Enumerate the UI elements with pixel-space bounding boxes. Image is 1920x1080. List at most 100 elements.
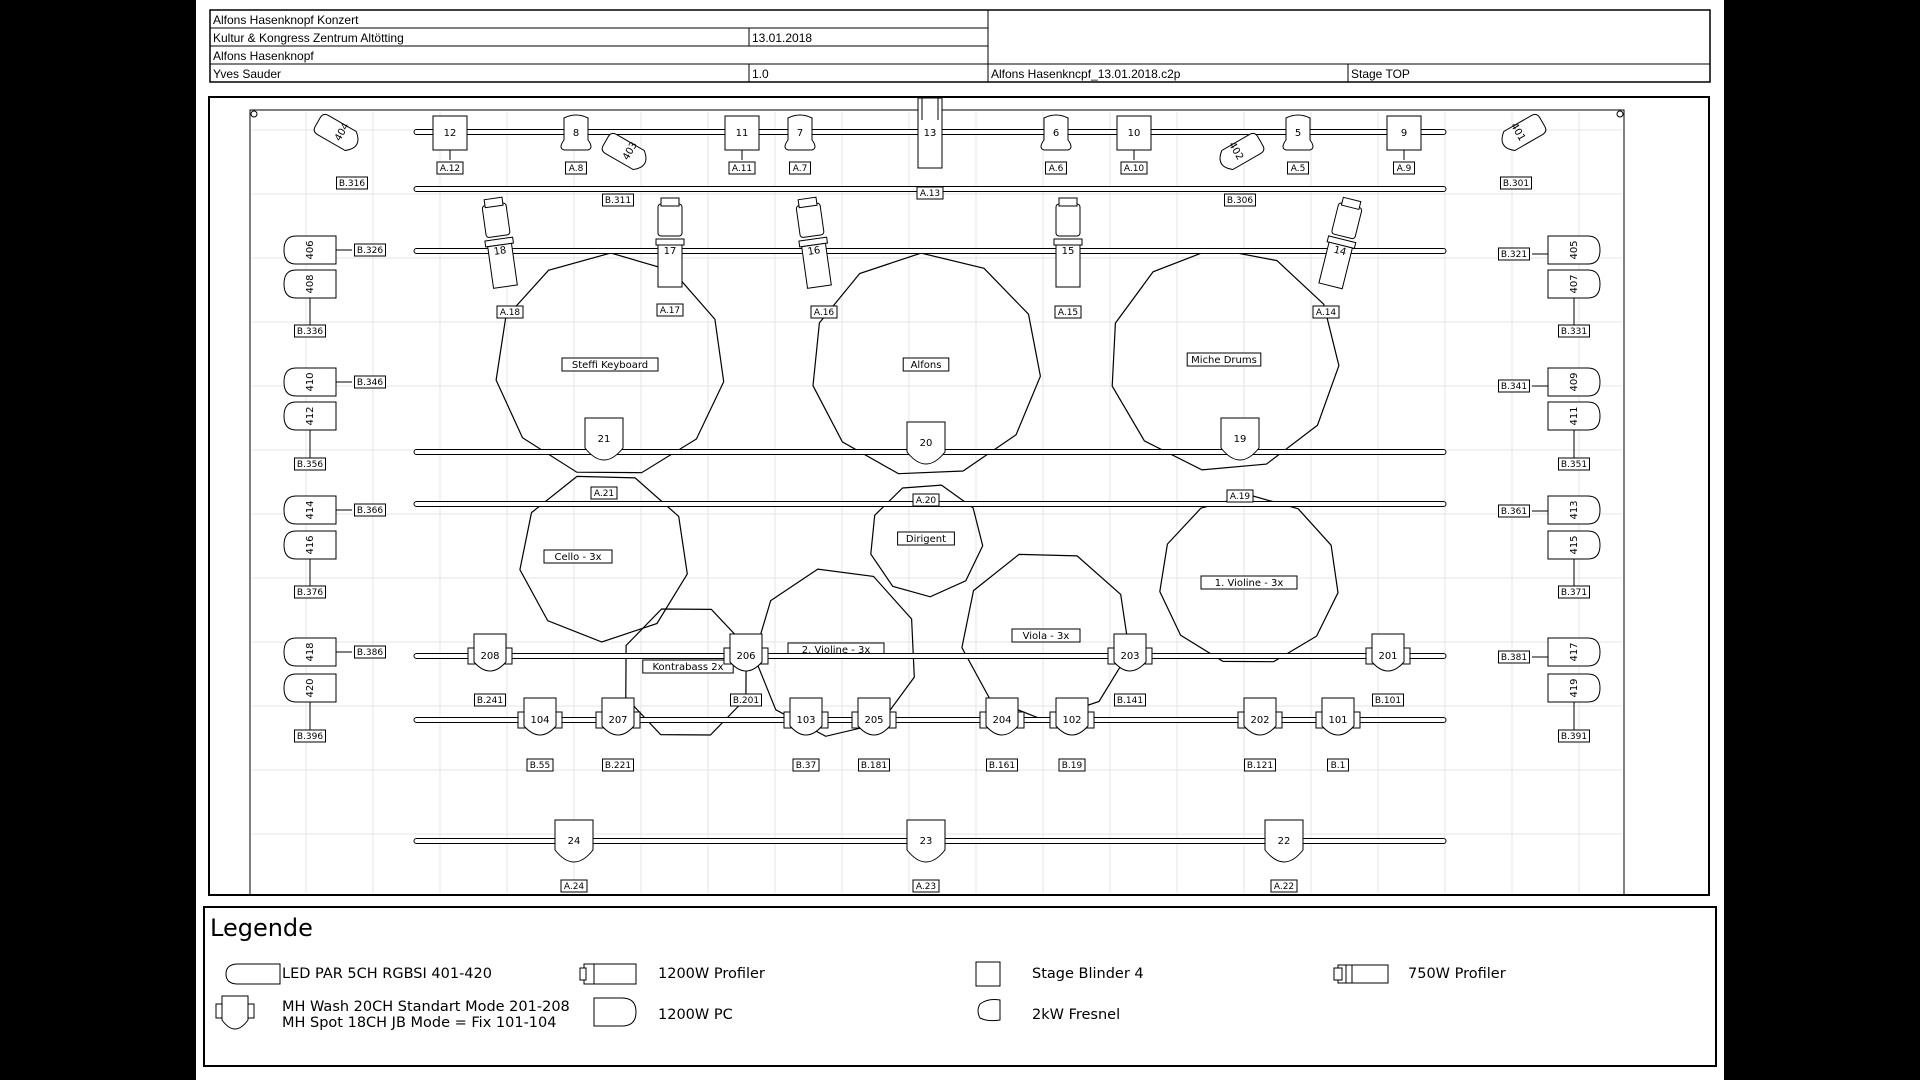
legend-mh-spot-label: MH Spot 18CH JB Mode = Fix 101-104 <box>282 1015 557 1031</box>
led-par-419 <box>1547 673 1601 703</box>
mh-addr-box <box>730 693 762 707</box>
profiler-addr-box <box>496 305 524 319</box>
profiler-750-16 <box>795 196 832 289</box>
venue-name: Kultur & Kongress Zentrum Altötting <box>213 31 404 45</box>
side-par-addr: B.361 <box>1501 507 1527 517</box>
mh-102-id: 102 <box>1062 715 1081 726</box>
fresnel-id: 6 <box>1053 128 1059 139</box>
legend-title: Legende <box>210 914 313 942</box>
led-par-419-id: 419 <box>1569 678 1580 697</box>
legend-mh-icon <box>221 995 249 1030</box>
mh-addr: B.121 <box>1247 761 1273 771</box>
fresnel-addr: A.5 <box>1291 164 1306 174</box>
mh-addr: B.241 <box>477 696 503 706</box>
side-par-addr-box <box>354 243 386 257</box>
side-par-addr: B.331 <box>1561 327 1587 337</box>
title-block-frame <box>209 9 1711 83</box>
legend-pc-1200-label: 1200W PC <box>658 1007 733 1023</box>
mh-103 <box>789 697 823 736</box>
side-par-addr: B.371 <box>1561 588 1587 598</box>
mh-wash-203-id: 203 <box>1120 651 1139 662</box>
side-par-addr-box <box>354 645 386 659</box>
mh-wash-208 <box>473 633 507 672</box>
profiler-head <box>657 203 683 237</box>
pc-addr: A.24 <box>564 882 585 892</box>
led-par-body <box>1501 113 1547 152</box>
legend-led-par-label: LED PAR 5CH RGBSI 401-420 <box>282 966 492 982</box>
mh-wash-206 <box>729 633 763 672</box>
pc-addr-box <box>912 493 940 507</box>
led-par-411-id: 411 <box>1569 406 1580 425</box>
area-dirigent <box>870 484 984 598</box>
led-par-409 <box>1547 367 1601 397</box>
led-par-418-id: 418 <box>305 642 316 661</box>
mh-addr-box <box>1058 758 1086 772</box>
area-label-steffi-keyboard: Steffi Keyboard <box>572 360 648 371</box>
stage-frame <box>208 96 1710 896</box>
legend-fresnel-2kw-label: 2kW Fresnel <box>1032 1007 1121 1023</box>
blinder-id: 10 <box>1128 128 1141 139</box>
area-label-box <box>902 357 950 372</box>
pc-addr: A.20 <box>916 496 937 506</box>
mh-addr: B.37 <box>796 761 817 771</box>
legend-profiler-1200-label: 1200W Profiler <box>658 966 765 982</box>
fresnel-addr: A.6 <box>1049 164 1064 174</box>
mh-202 <box>1243 697 1277 736</box>
side-par-addr: B.391 <box>1561 732 1587 742</box>
blinder-id: 9 <box>1401 128 1407 139</box>
fresnel-7 <box>784 114 816 151</box>
legend-stage-blinder-icon <box>975 961 1001 987</box>
profiler-13-addr: A.13 <box>920 189 940 199</box>
mh-addr: B.1 <box>1331 761 1346 771</box>
pc-id: 24 <box>568 836 581 847</box>
blinder-addr-box <box>1393 161 1415 175</box>
pc-23 <box>906 819 946 863</box>
legend-profiler-750-cap <box>1333 967 1343 981</box>
fresnel-5 <box>1282 114 1314 151</box>
mh-addr-box <box>792 758 820 772</box>
side-par-addr-box <box>294 729 326 743</box>
profiler-750-17 <box>655 197 685 288</box>
led-par-407-id: 407 <box>1569 274 1580 293</box>
pc-addr: A.23 <box>916 882 936 892</box>
side-par-addr-box <box>294 457 326 471</box>
pc-19 <box>1220 417 1260 461</box>
profiler-cap <box>1340 196 1362 211</box>
led-par-406 <box>283 235 337 265</box>
blinder-id: 12 <box>444 128 457 139</box>
mh-207-id: 207 <box>608 715 627 726</box>
led-par-414-id: 414 <box>305 500 316 519</box>
profiler-addr: A.15 <box>1058 308 1078 318</box>
pc-22 <box>1264 819 1304 863</box>
led-par-416-id: 416 <box>305 535 316 554</box>
profiler-750-18 <box>481 196 518 289</box>
led-par-body <box>601 132 647 171</box>
profiler-id: 18 <box>493 245 507 258</box>
area-label-box <box>561 357 659 372</box>
side-par-addr: B.336 <box>297 327 323 337</box>
profiler-barrel <box>487 242 518 289</box>
led-par-addr: B.311 <box>605 196 631 206</box>
side-par-addr: B.346 <box>357 378 383 388</box>
led-par-415-id: 415 <box>1569 535 1580 554</box>
profiler-addr-box <box>1054 305 1082 319</box>
pc-addr: A.21 <box>594 489 614 499</box>
side-par-addr: B.386 <box>357 648 383 658</box>
led-par-body <box>1219 132 1265 171</box>
fresnel-addr-box <box>565 161 587 175</box>
fresnel-addr-box <box>1287 161 1309 175</box>
side-par-addr-box <box>1498 247 1530 261</box>
led-par-addr: B.306 <box>1227 196 1253 206</box>
mh-wash-201 <box>1371 633 1405 672</box>
area-label-miche-drums: Miche Drums <box>1191 355 1257 366</box>
mh-wash-201-id: 201 <box>1378 651 1397 662</box>
mh-207 <box>601 697 635 736</box>
mh-104 <box>523 697 557 736</box>
area-label-box <box>543 549 613 564</box>
plot-sheet: Alfons Hasenknopf Konzert Kultur & Kongr… <box>196 0 1724 1080</box>
led-par-body <box>313 113 359 152</box>
mh-addr: B.201 <box>733 696 759 706</box>
author-name: Yves Sauder <box>213 67 282 81</box>
led-par-410-id: 410 <box>305 372 316 391</box>
side-par-addr: B.326 <box>357 246 383 256</box>
